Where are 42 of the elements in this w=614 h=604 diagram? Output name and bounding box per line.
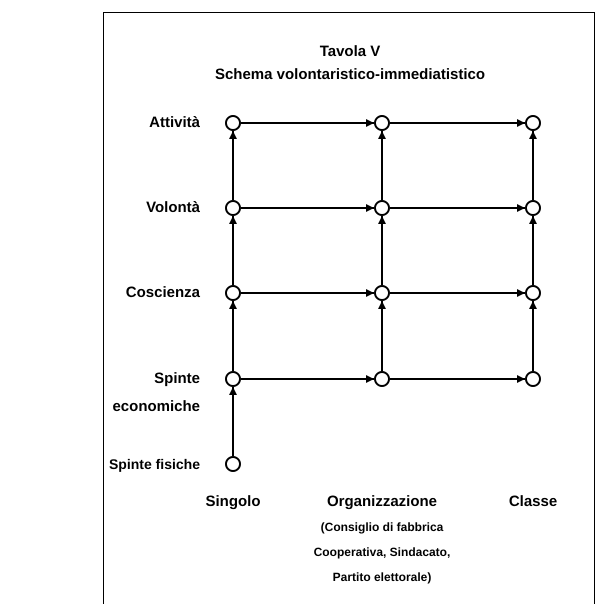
axis-label: Volontà [145,198,200,218]
circle-node [374,371,390,387]
circle-node [525,200,541,216]
axis-label: (Consiglio di fabbrica Cooperativa, Sindacato, Partito elettorale) [312,519,452,586]
circle-node [225,456,241,472]
axis-label: Classe [508,492,558,512]
circle-node [225,115,241,131]
circle-node [374,285,390,301]
arrow [229,301,237,371]
axis-label: Spinte economiche [111,369,200,417]
diagram-subtitle: Schema volontaristico-immediatistico [214,65,486,85]
arrow [390,289,525,297]
circle-node [225,285,241,301]
circle-node [225,200,241,216]
arrow [241,204,374,212]
circle-node [374,200,390,216]
arrow [378,131,386,200]
arrow [390,119,525,127]
arrow [529,131,537,200]
arrow [229,387,237,456]
arrow [229,216,237,285]
arrow [378,301,386,371]
arrow [378,216,386,285]
circle-node [525,285,541,301]
axis-label: Singolo [204,492,262,512]
arrow [390,375,525,383]
circle-node [525,371,541,387]
arrow [241,289,374,297]
arrow [241,375,374,383]
diagram-title: Tavola V [318,42,382,62]
axis-label: Attività [148,113,200,133]
circle-node [225,371,241,387]
arrow [529,216,537,285]
axis-label: Spinte fisiche [108,455,200,474]
axis-label: Organizzazione [326,492,438,512]
arrow [529,301,537,371]
axis-label: Coscienza [124,283,200,303]
circle-node [374,115,390,131]
arrow [229,131,237,200]
arrow [390,204,525,212]
circle-node [525,115,541,131]
arrow [241,119,374,127]
